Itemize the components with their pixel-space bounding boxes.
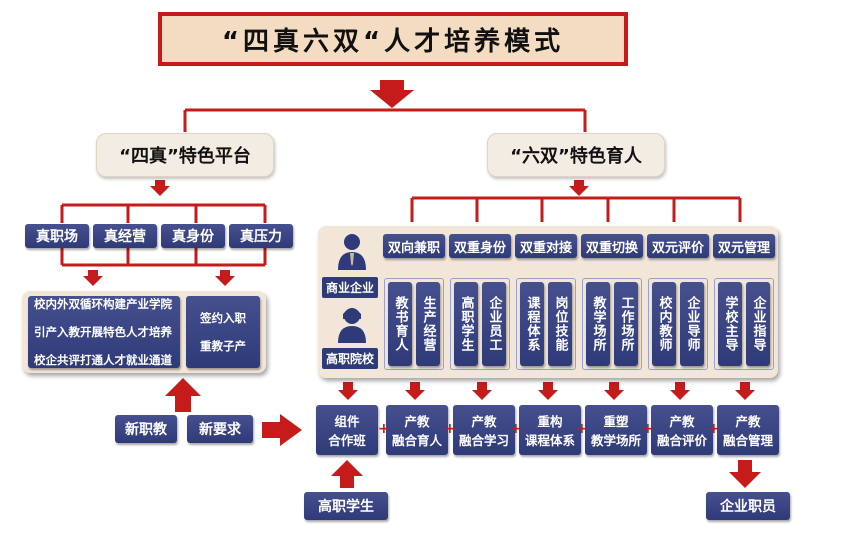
outcome-line: 教学场所: [590, 433, 641, 448]
plus-icon: +: [378, 421, 390, 437]
page-title: “四真六双“人才培养模式: [158, 12, 628, 66]
pair-cell: 生产经营: [416, 282, 440, 366]
outcome-line: 融合育人: [391, 433, 442, 448]
student-box: 高职学生: [304, 492, 388, 520]
pair-cell: 校内教师: [652, 282, 676, 366]
pair-cell: 岗位技能: [548, 282, 572, 366]
role-school: 高职院校: [322, 348, 379, 369]
role-enterprise: 商业企业: [322, 277, 379, 298]
outcome-line: 课程体系: [524, 433, 575, 448]
outcome-line: 合作班: [328, 433, 366, 448]
six-double-header: 双重对接: [515, 234, 577, 258]
pair-group-frame: [516, 278, 576, 370]
outcome-line: 产教: [404, 414, 430, 429]
outcome-box: 产教 融合学习: [453, 405, 515, 455]
outcome-line: 产教: [669, 414, 695, 429]
left-list-item: 引产入教开展特色人才培养: [34, 325, 172, 339]
school-person-icon: [336, 305, 368, 343]
four-real-item: 真压力: [229, 224, 293, 248]
outcome-line: 产教: [471, 414, 497, 429]
pair-cell: 企业导师: [680, 282, 704, 366]
outcome-box: 产教 融合评价: [651, 405, 713, 455]
outcome-line: 融合管理: [722, 433, 773, 448]
new-vocational-box: 新职教: [115, 415, 177, 443]
left-list-box: 校内外双循环构建产业学院 引产入教开展特色人才培养 校企共评打通人才就业通道: [28, 296, 180, 368]
left-side-item: 签约入职: [200, 311, 246, 325]
outcome-box: 重塑 教学场所: [585, 405, 647, 455]
six-double-header: 双重身份: [449, 234, 511, 258]
left-side-item: 重教子产: [200, 339, 246, 353]
six-double-header: 双元管理: [713, 234, 775, 258]
left-list-item: 校内外双循环构建产业学院: [34, 297, 172, 311]
plus-icon: +: [444, 421, 456, 437]
plus-icon: +: [576, 421, 588, 437]
pair-cell: 高职学生: [454, 282, 478, 366]
outcome-box: 组件 合作班: [316, 405, 378, 455]
pair-cell: 企业员工: [482, 282, 506, 366]
enterprise-person-icon: [336, 232, 368, 270]
four-real-item: 真职场: [25, 224, 89, 248]
plus-icon: +: [642, 421, 654, 437]
new-requirement-box: 新要求: [187, 415, 253, 443]
six-double-header: 双向兼职: [383, 234, 445, 258]
pair-cell: 课程体系: [520, 282, 544, 366]
six-double-header: 双重切换: [581, 234, 643, 258]
pair-group-frame: [384, 278, 444, 370]
pair-cell: 工作场所: [614, 282, 638, 366]
employee-box: 企业职员: [706, 492, 790, 520]
outcome-line: 重塑: [603, 414, 629, 429]
pair-cell: 学校主导: [718, 282, 742, 366]
right-header: “六双”特色育人: [487, 133, 665, 177]
plus-icon: +: [708, 421, 720, 437]
pair-group-frame: [648, 278, 708, 370]
pair-group-frame: [714, 278, 774, 370]
pair-group-frame: [450, 278, 510, 370]
outcome-box: 重构 课程体系: [519, 405, 581, 455]
outcome-line: 融合学习: [458, 433, 509, 448]
outcome-line: 融合评价: [656, 433, 707, 448]
plus-icon: +: [510, 421, 522, 437]
pair-group-frame: [582, 278, 642, 370]
pair-cell: 教书育人: [388, 282, 412, 366]
outcome-box: 产教 融合育人: [386, 405, 448, 455]
outcome-line: 产教: [735, 414, 761, 429]
outcome-box: 产教 融合管理: [717, 405, 779, 455]
left-header: “四真”特色平台: [96, 133, 274, 177]
pair-cell: 企业指导: [746, 282, 770, 366]
four-real-item: 真经营: [93, 224, 157, 248]
left-list-item: 校企共评打通人才就业通道: [34, 353, 172, 367]
six-double-header: 双元评价: [647, 234, 709, 258]
outcome-line: 重构: [537, 414, 563, 429]
pair-cell: 教学场所: [586, 282, 610, 366]
left-side-box: 签约入职 重教子产: [186, 296, 260, 368]
outcome-line: 组件: [334, 414, 360, 429]
four-real-item: 真身份: [161, 224, 225, 248]
